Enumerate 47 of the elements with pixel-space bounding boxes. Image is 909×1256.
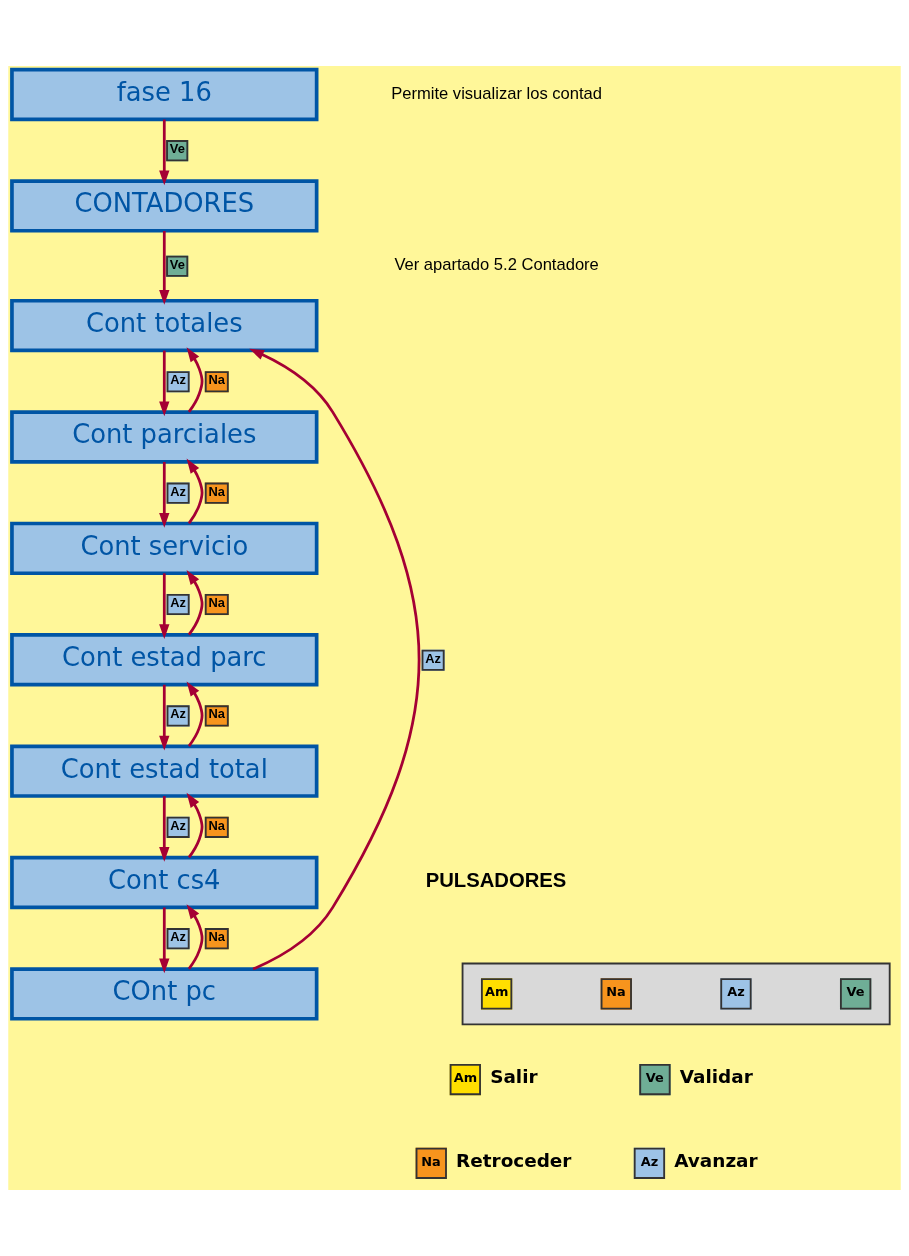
arrow bbox=[159, 796, 170, 862]
node-box: CONTADORES bbox=[10, 179, 319, 233]
edge-label: Az bbox=[170, 483, 187, 499]
node-box: Cont estad total bbox=[10, 744, 319, 798]
edge-label: Az bbox=[170, 706, 187, 722]
label: PULSADORES bbox=[425, 868, 567, 891]
edge-label: Az bbox=[425, 650, 442, 666]
node-box: Cont estad parc bbox=[10, 633, 319, 687]
edge-label: Az bbox=[170, 372, 187, 388]
edge-label: Az bbox=[170, 929, 187, 945]
arrow bbox=[159, 230, 170, 305]
arrow bbox=[159, 119, 170, 186]
label: Ver apartado 5.2 Contadore bbox=[394, 254, 599, 274]
label: Permite visualizar los contad bbox=[391, 83, 603, 103]
edge-label: Na bbox=[208, 706, 225, 722]
node-label: Retroceder bbox=[456, 1149, 572, 1171]
arrow bbox=[186, 347, 204, 413]
arrow bbox=[159, 907, 170, 974]
node-box: Cont totales bbox=[10, 298, 319, 353]
edge-label: Ve bbox=[169, 141, 185, 157]
arrow bbox=[159, 350, 170, 417]
node-label: Salir bbox=[490, 1066, 538, 1088]
node-box: COnt pc bbox=[10, 967, 319, 1021]
node-label: Avanzar bbox=[674, 1149, 758, 1171]
node-box: Cont servicio bbox=[10, 521, 319, 576]
arrow bbox=[186, 792, 204, 859]
edge-label: Na bbox=[208, 595, 225, 611]
arrow bbox=[186, 458, 204, 525]
arrow bbox=[186, 681, 204, 747]
node-box: fase 16 bbox=[10, 67, 319, 122]
edge-label: Az bbox=[170, 595, 187, 611]
arrow bbox=[249, 348, 421, 971]
arrow bbox=[159, 461, 170, 528]
edge-label: Na bbox=[208, 483, 225, 499]
edge-label: Ve bbox=[169, 256, 185, 272]
edge-label: Na bbox=[208, 372, 225, 388]
edge-label: Na bbox=[208, 929, 225, 945]
node-box: Cont parciales bbox=[10, 410, 319, 464]
node-box: Cont cs4 bbox=[10, 855, 319, 910]
edge-label: Na bbox=[208, 817, 225, 833]
arrow bbox=[159, 684, 170, 751]
node-label: Validar bbox=[679, 1066, 753, 1088]
arrow bbox=[186, 904, 204, 970]
cluster bbox=[461, 962, 891, 1026]
arrow bbox=[159, 573, 170, 640]
arrow bbox=[186, 570, 204, 636]
edge-label: Az bbox=[170, 817, 187, 833]
